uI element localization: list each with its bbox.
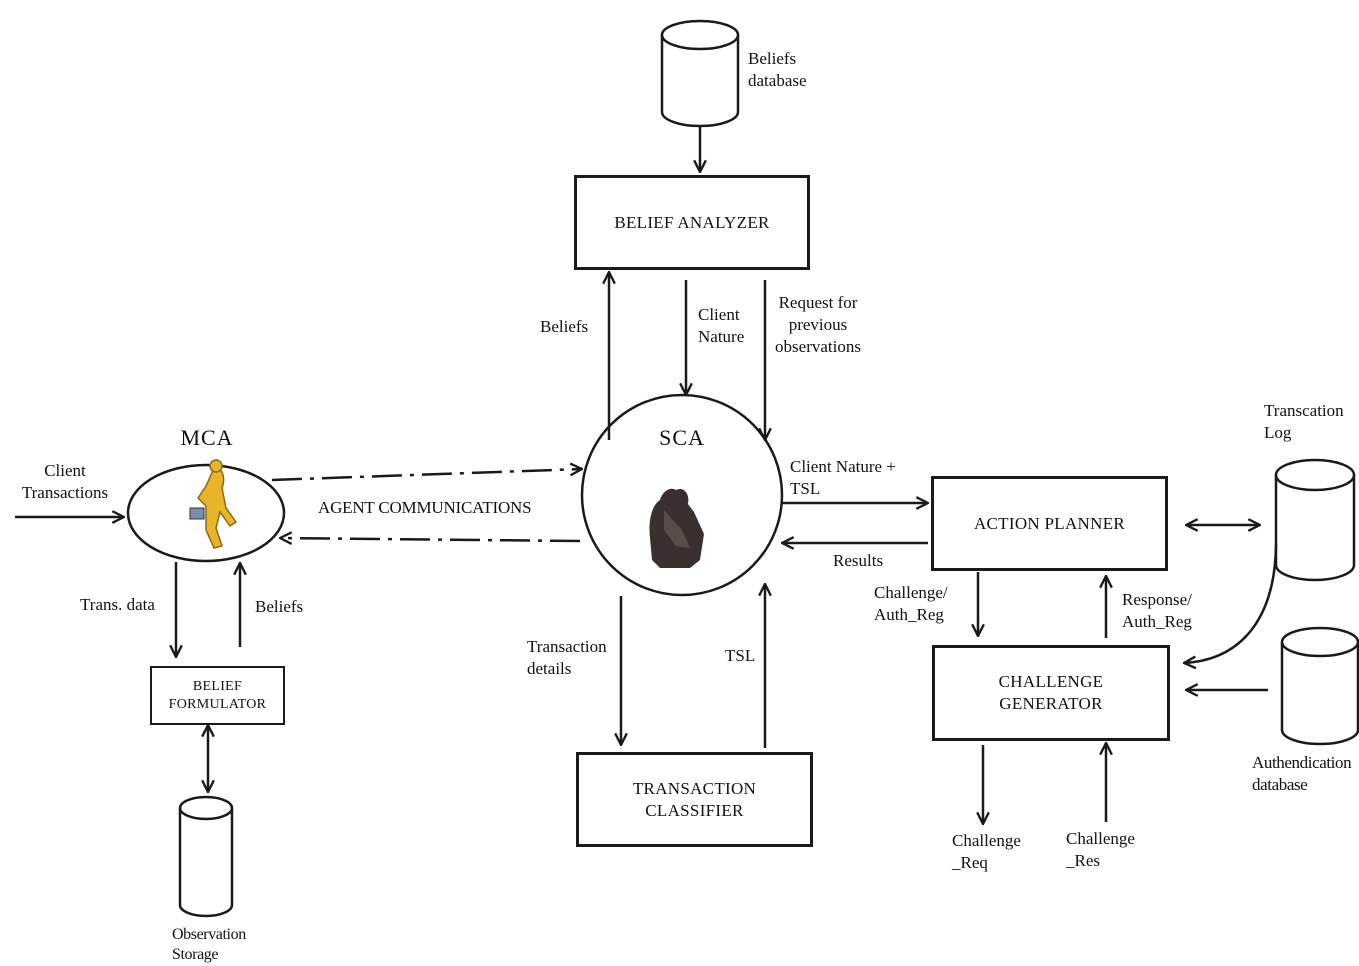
edge-label-challenge-auth: Challenge/ Auth_Reg — [874, 583, 948, 624]
auth-database-cylinder — [1280, 626, 1359, 746]
running-agent-icon — [189, 459, 238, 549]
edge-label-client-nature-tsl: Client Nature + TSL — [790, 457, 896, 498]
edge-label-client-nature: Client Nature — [698, 305, 745, 346]
belief-formulator-box: BELIEF FORMULATOR — [150, 666, 285, 725]
edge-label-client-transactions: Client Transactions — [21, 461, 109, 502]
edge-label-transaction-details: Transaction details — [527, 637, 607, 678]
beliefs-database-cylinder — [660, 19, 740, 128]
edge-label-request-prev: Request for previous observations — [775, 293, 861, 356]
edge-label-challenge-req: Challenge _Req — [952, 831, 1021, 872]
edge-label-trans-data: Trans. data — [80, 595, 155, 614]
edge-label-beliefs: Beliefs — [540, 317, 589, 336]
challenge-generator-box: CHALLENGE GENERATOR — [932, 645, 1170, 741]
edge-label-challenge-res: Challenge _Res — [1066, 829, 1135, 870]
action-planner-box: ACTION PLANNER — [931, 476, 1168, 571]
edge-label-agent-comm: AGENT COMMUNICATIONS — [318, 498, 532, 517]
edge-label-results: Results — [833, 551, 884, 570]
transaction-log-cylinder — [1274, 458, 1356, 582]
transaction-log-label: Transcation Log — [1264, 401, 1344, 442]
edge-label-beliefs-mca: Beliefs — [255, 597, 304, 616]
arrow-log-generator — [1184, 544, 1278, 663]
arrow-agent-comm-right — [271, 469, 582, 482]
observation-storage-label: Observation Storage — [172, 926, 246, 963]
auth-database-label: Authendication database — [1252, 753, 1352, 794]
observation-storage-cylinder — [178, 795, 234, 918]
sca-label: SCA — [659, 425, 705, 450]
belief-analyzer-box: BELIEF ANALYZER — [574, 175, 810, 270]
beliefs-database-label: Beliefs database — [748, 49, 807, 90]
edge-label-tsl: TSL — [725, 646, 756, 665]
transaction-classifier-box: TRANSACTION CLASSIFIER — [576, 752, 813, 847]
thinker-statue-icon — [649, 488, 704, 568]
arrow-agent-comm-left — [280, 538, 581, 541]
edge-label-response-auth: Response/ Auth_Reg — [1122, 590, 1192, 631]
mca-label: MCA — [180, 425, 234, 450]
